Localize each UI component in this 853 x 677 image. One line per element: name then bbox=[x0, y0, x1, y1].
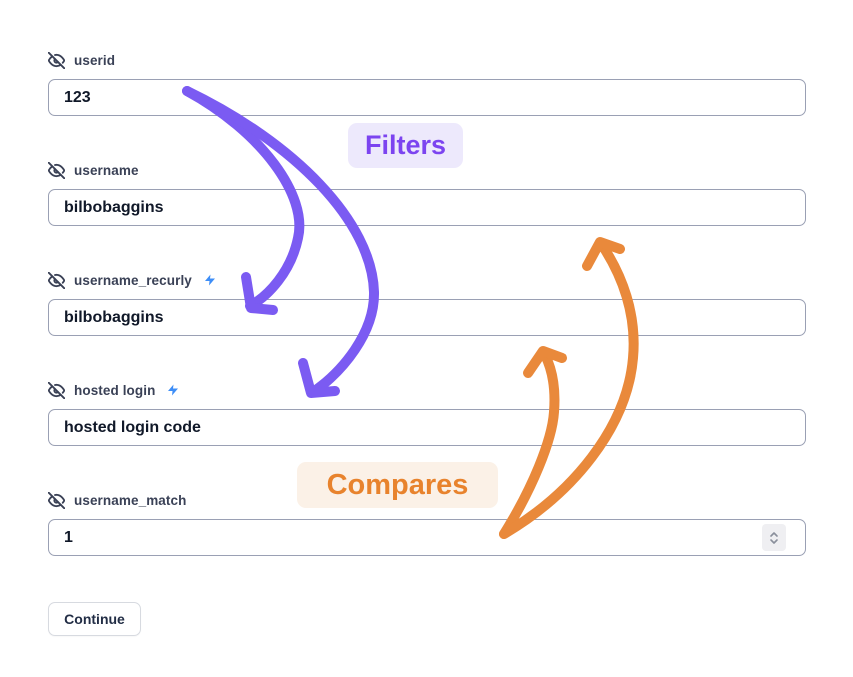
field-label: username_match bbox=[74, 492, 187, 508]
field-label: userid bbox=[74, 52, 116, 68]
username-match-input[interactable] bbox=[48, 519, 806, 556]
stepper-chevrons-icon bbox=[770, 531, 778, 544]
filters-arrow-long bbox=[182, 86, 380, 397]
filters-annotation-label: Filters bbox=[348, 123, 463, 168]
field-username-recurly: username_recurly bbox=[48, 271, 806, 336]
number-stepper[interactable] bbox=[762, 524, 786, 551]
username-input[interactable] bbox=[48, 189, 806, 226]
field-label: username_recurly bbox=[74, 272, 192, 288]
eye-off-icon bbox=[48, 381, 65, 399]
field-label: username bbox=[74, 162, 139, 178]
continue-button[interactable]: Continue bbox=[48, 602, 141, 636]
field-label-row: username_recurly bbox=[48, 271, 806, 289]
hosted-login-input[interactable] bbox=[48, 409, 806, 446]
eye-off-icon bbox=[48, 491, 65, 509]
username-recurly-input[interactable] bbox=[48, 299, 806, 336]
eye-off-icon bbox=[48, 51, 65, 69]
field-username-match: username_match bbox=[48, 491, 806, 556]
zap-icon bbox=[167, 383, 179, 397]
compares-arrowhead-short bbox=[523, 346, 567, 378]
eye-off-icon bbox=[48, 161, 65, 179]
field-label-row: username bbox=[48, 161, 806, 179]
field-username: username bbox=[48, 161, 806, 226]
field-label-row: hosted login bbox=[48, 381, 806, 399]
compares-arrowhead-long bbox=[582, 237, 625, 271]
field-label-row: username_match bbox=[48, 491, 806, 509]
field-label: hosted login bbox=[74, 382, 156, 398]
compares-annotation-label: Compares bbox=[297, 462, 498, 508]
field-hosted-login: hosted login bbox=[48, 381, 806, 446]
userid-input[interactable] bbox=[48, 79, 806, 116]
field-label-row: userid bbox=[48, 51, 806, 69]
eye-off-icon bbox=[48, 271, 65, 289]
zap-icon bbox=[204, 273, 216, 287]
field-userid: userid bbox=[48, 51, 806, 116]
